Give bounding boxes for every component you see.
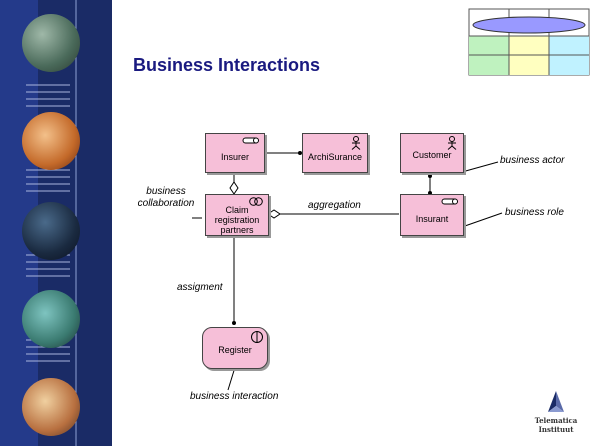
mobile-photo: [22, 378, 80, 436]
annotation-aggregation: aggregation: [308, 200, 361, 211]
claim-partners-label: Claim registration partners: [214, 205, 260, 235]
customer-label: Customer: [412, 150, 452, 160]
interaction-icon: [251, 331, 263, 343]
page-title: Business Interactions: [133, 55, 321, 75]
annotation-business-collaboration: business collaboration: [131, 186, 201, 210]
collaboration-icon: [249, 197, 263, 206]
decorative-sidebar: [0, 0, 112, 446]
actor-icon: [351, 136, 361, 150]
annotation-business-interaction: business interaction: [190, 391, 279, 402]
actor-icon: [447, 136, 457, 150]
register-interaction: Register: [202, 327, 268, 369]
role-icon: [441, 198, 458, 205]
annotation-business-role: business role: [505, 207, 564, 218]
insurer-label: Insurer: [220, 152, 249, 162]
annotation-business-actor: business actor: [500, 155, 565, 166]
claim-registration-collaboration: Claim registration partners: [205, 194, 269, 236]
framework-grid-icon: [468, 8, 590, 76]
archisurance-actor: ArchiSurance: [302, 133, 368, 173]
insurant-role: Insurant: [400, 194, 464, 236]
insurant-label: Insurant: [415, 214, 449, 224]
cables-photo: [22, 112, 80, 170]
annotation-assignment: assigment: [177, 282, 223, 293]
network-photo: [22, 14, 80, 72]
role-icon: [242, 137, 259, 144]
insurer-role: Insurer: [205, 133, 265, 173]
register-label: Register: [218, 345, 252, 355]
worker-photo: [22, 290, 80, 348]
telematica-logo: Telematica Instituut: [526, 388, 586, 434]
antenna-photo: [22, 202, 80, 260]
logo-text: Telematica Instituut: [534, 416, 578, 434]
archisurance-label: ArchiSurance: [307, 152, 363, 162]
logo-mark: [548, 391, 564, 412]
customer-actor: Customer: [400, 133, 464, 173]
annotation-collaboration-text: business collaboration: [137, 186, 195, 209]
